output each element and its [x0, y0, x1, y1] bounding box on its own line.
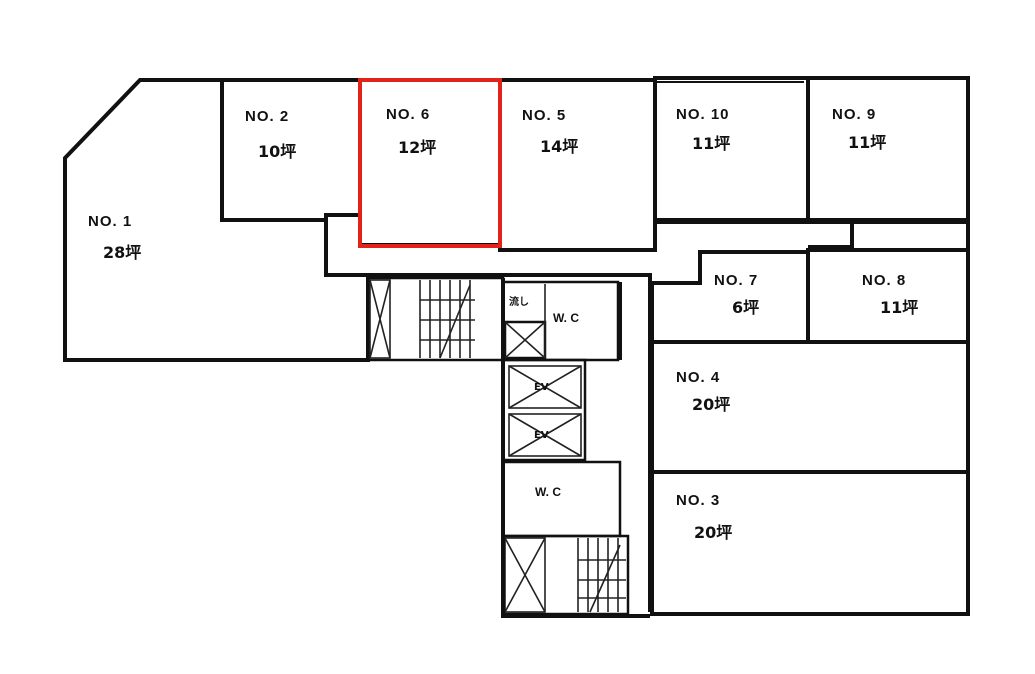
room-no6-label: NO. 6: [386, 106, 430, 123]
room-no3-label: NO. 3: [676, 492, 720, 509]
room-no3-area: 20坪: [694, 523, 732, 542]
ev1-label: EV: [534, 382, 549, 393]
room-no6-area: 12坪: [398, 138, 436, 157]
room-no1-label: NO. 1: [88, 213, 132, 230]
core-outline: [501, 278, 650, 618]
highlight-box: [358, 78, 502, 248]
room-no3: [650, 470, 970, 616]
room-no7-area: 6坪: [732, 298, 759, 317]
room-no9: [806, 76, 970, 222]
room-no4-label: NO. 4: [676, 369, 720, 386]
room-no8-label: NO. 8: [862, 272, 906, 289]
stair-upper: [366, 276, 505, 362]
room-no5-area: 14坪: [540, 137, 578, 156]
room-no10-area: 11坪: [692, 134, 730, 153]
room-no2-label: NO. 2: [245, 108, 289, 125]
room-no10-label: NO. 10: [676, 106, 730, 123]
room-no4-area: 20坪: [692, 395, 730, 414]
stair-lower: [501, 534, 630, 616]
elevator-shafts: [501, 358, 587, 462]
room-no1-area: 28坪: [103, 243, 141, 262]
wc-lower-label: W. C: [535, 485, 561, 499]
room-no7: [650, 250, 810, 344]
ev2-label: EV: [534, 430, 549, 441]
room-no9-label: NO. 9: [832, 106, 876, 123]
wc-upper-label: W. C: [553, 311, 579, 325]
room-no7-label: NO. 7: [714, 272, 758, 289]
wc-lower-block: [501, 460, 622, 538]
room-no2-area: 10坪: [258, 142, 296, 161]
room-no9-area: 11坪: [848, 133, 886, 152]
room-no6: [358, 78, 502, 247]
sink-label: 流し: [509, 295, 529, 308]
room-no8-area: 11坪: [880, 298, 918, 317]
room-no10: [653, 76, 810, 222]
room-no5-label: NO. 5: [522, 107, 566, 124]
room-no5: [498, 78, 657, 252]
